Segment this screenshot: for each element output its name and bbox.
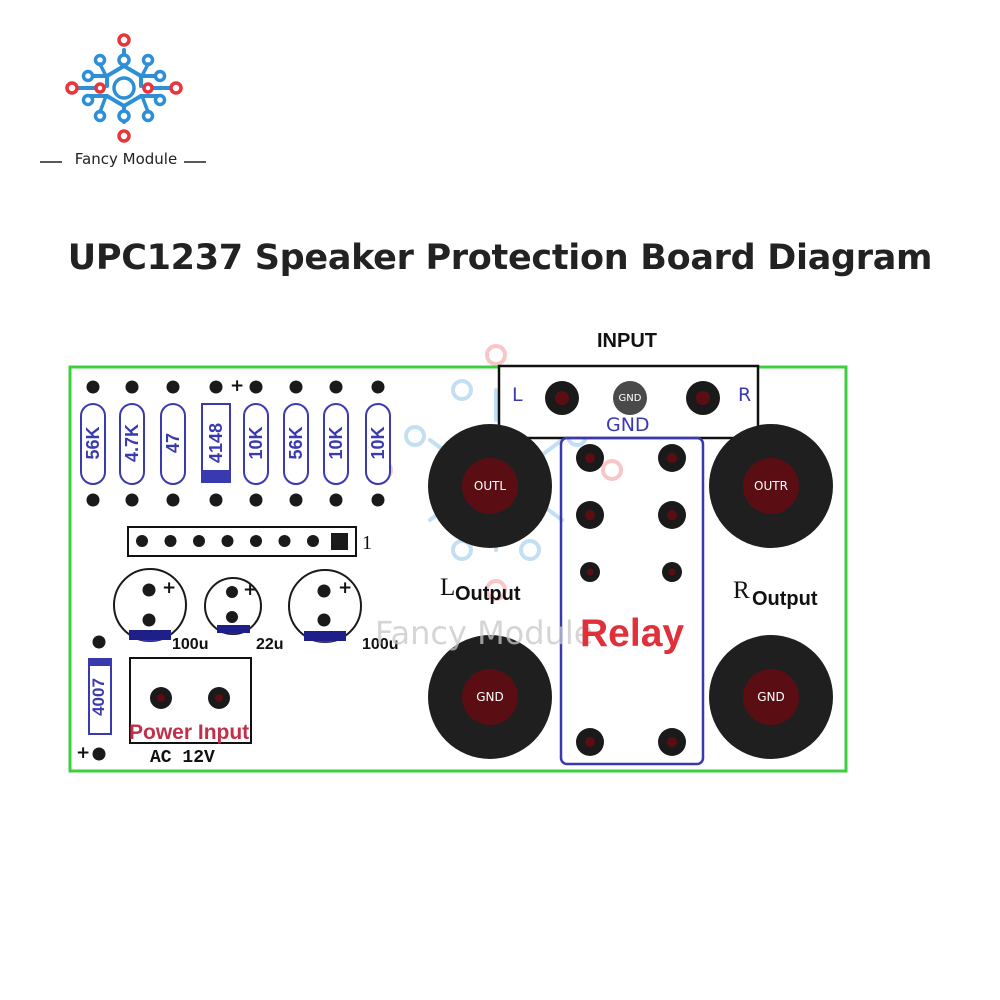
cap-right-label: 100u bbox=[362, 636, 399, 653]
header-pin bbox=[278, 535, 291, 547]
header-pin1-label: 1 bbox=[362, 532, 372, 554]
resistor-5 bbox=[243, 380, 269, 507]
brand-logo bbox=[65, 33, 183, 143]
resistor-1 bbox=[80, 380, 106, 507]
jack-outl-label: OUTL bbox=[473, 479, 507, 493]
header-pin bbox=[250, 535, 262, 547]
relay-pad bbox=[576, 444, 604, 472]
jack-outr-label: OUTR bbox=[754, 479, 788, 493]
diode-4148 bbox=[201, 380, 231, 507]
jack-outr bbox=[709, 424, 833, 548]
jack-gnd-left bbox=[428, 635, 552, 759]
header-pin bbox=[164, 535, 177, 547]
input-pad-l bbox=[545, 381, 579, 415]
relay-pad bbox=[658, 444, 686, 472]
diode-4007 bbox=[88, 635, 112, 761]
jack-gnd-right-label: GND bbox=[757, 690, 785, 704]
header-pin bbox=[136, 535, 148, 547]
right-output-word: Output bbox=[752, 588, 818, 610]
resistor-2 bbox=[119, 380, 145, 507]
watermark-text: Fancy Module bbox=[375, 614, 594, 652]
resistor-6 bbox=[283, 380, 309, 507]
resistor-3 bbox=[160, 380, 186, 507]
input-gnd-pad-label: GND bbox=[618, 393, 642, 404]
resistor-row bbox=[80, 380, 391, 507]
capacitor-middle bbox=[204, 577, 262, 635]
relay-pad bbox=[576, 728, 604, 756]
power-input-box bbox=[129, 657, 252, 744]
input-pad-r bbox=[686, 381, 720, 415]
relay-pad bbox=[658, 501, 686, 529]
input-title: INPUT bbox=[597, 330, 657, 352]
input-pad-gnd bbox=[613, 381, 647, 415]
pin-header bbox=[127, 526, 357, 557]
cap-middle-label: 22u bbox=[256, 636, 284, 653]
cap-middle-plus: + bbox=[243, 580, 258, 600]
relay-label: Relay bbox=[580, 612, 685, 655]
diode-plus-sign: + bbox=[230, 376, 245, 396]
resistor-8-label: 10K bbox=[368, 426, 388, 460]
resistor-2-label: 4.7K bbox=[122, 423, 142, 463]
power-spec-label: AC 12V bbox=[150, 748, 215, 768]
relay-pads bbox=[576, 444, 686, 756]
relay-pad bbox=[576, 501, 604, 529]
header-pins bbox=[136, 535, 319, 547]
brand-name: Fancy Module bbox=[74, 150, 178, 168]
capacitor-right bbox=[288, 569, 362, 643]
relay-outline bbox=[559, 436, 705, 766]
resistor-7-label: 10K bbox=[326, 426, 346, 460]
resistor-3-label: 47 bbox=[163, 432, 183, 454]
page-title: UPC1237 Speaker Protection Board Diagram bbox=[67, 238, 933, 278]
input-gnd-label: GND bbox=[606, 414, 650, 436]
relay-pad bbox=[580, 562, 600, 582]
jack-gnd-left-label: GND bbox=[476, 690, 504, 704]
board-outline bbox=[68, 365, 848, 773]
diode-4148-label: 4148 bbox=[206, 422, 226, 464]
resistor-6-label: 56K bbox=[286, 426, 306, 460]
diode-label: 4007 bbox=[89, 678, 108, 716]
input-left-label: L bbox=[512, 384, 523, 406]
resistor-8 bbox=[365, 380, 391, 507]
relay-pad bbox=[658, 728, 686, 756]
jack-gnd-right bbox=[709, 635, 833, 759]
power-pad-1 bbox=[150, 687, 172, 709]
capacitor-left bbox=[113, 568, 187, 642]
header-pin bbox=[307, 535, 319, 547]
jack-outl bbox=[428, 424, 552, 548]
power-plus-sign: + bbox=[76, 743, 91, 763]
left-output-letter: L bbox=[440, 574, 456, 601]
header-pin bbox=[221, 535, 234, 547]
relay-pad bbox=[662, 562, 682, 582]
power-input-label: Power Input bbox=[129, 721, 250, 744]
left-output-word: Output bbox=[455, 583, 521, 605]
cap-left-label: 100u bbox=[172, 636, 209, 653]
resistor-5-label: 10K bbox=[246, 426, 266, 460]
cap-left-plus: + bbox=[162, 578, 177, 598]
header-pin-1-square bbox=[331, 533, 348, 550]
input-right-label: R bbox=[738, 384, 752, 406]
power-pad-2 bbox=[208, 687, 230, 709]
resistor-1-label: 56K bbox=[83, 426, 103, 460]
header-pin bbox=[193, 535, 205, 547]
cap-right-plus: + bbox=[338, 578, 353, 598]
resistor-7 bbox=[323, 380, 349, 507]
right-output-letter: R bbox=[733, 577, 750, 604]
